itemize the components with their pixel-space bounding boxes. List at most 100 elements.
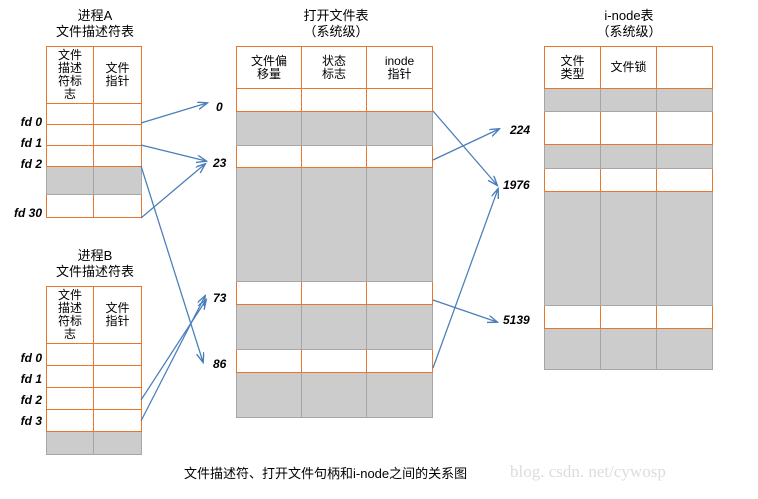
table-header-row: 文件 描述 符标 志 文件 指针: [46, 286, 142, 344]
process-a-title: 进程A 文件描述符表: [55, 8, 134, 39]
table-row-elided: [46, 166, 142, 195]
table-row[interactable]: [46, 387, 142, 410]
row-cell[interactable]: [236, 349, 302, 373]
row-cell[interactable]: [544, 111, 601, 145]
row-cell-elided: [656, 88, 713, 112]
table-row[interactable]: [236, 281, 433, 305]
row-cell-elided: [301, 304, 367, 350]
offset-label-0: 0: [216, 100, 223, 114]
row-cell-elided: [544, 88, 601, 112]
header-file-offset: 文件偏 移量: [236, 46, 302, 89]
table-row-elided: [544, 328, 713, 370]
row-cell-elided: [544, 328, 601, 370]
row-cell[interactable]: [600, 111, 657, 145]
table-row[interactable]: [46, 343, 142, 366]
table-row[interactable]: [544, 305, 713, 329]
row-cell[interactable]: [46, 145, 94, 167]
table-row-elided: [236, 111, 433, 146]
header-file-pointer: 文件 指针: [93, 286, 142, 344]
row-cell-elided: [600, 88, 657, 112]
row-cell-elided: [366, 111, 433, 146]
table-row[interactable]: [46, 409, 142, 432]
inode-label-5139: 5139: [503, 313, 530, 327]
row-cell[interactable]: [46, 103, 94, 125]
table-row[interactable]: [46, 145, 142, 167]
row-cell-elided: [46, 431, 94, 455]
table-row[interactable]: [236, 349, 433, 373]
table-header-row: 文件 类型 文件锁: [544, 46, 713, 89]
row-cell[interactable]: [366, 281, 433, 305]
row-cell-elided: [544, 144, 601, 169]
fd-label-b-2: fd 2: [20, 393, 42, 407]
row-cell[interactable]: [301, 145, 367, 168]
row-cell[interactable]: [544, 305, 601, 329]
row-cell[interactable]: [656, 168, 713, 192]
row-cell[interactable]: [93, 409, 142, 432]
row-cell-elided: [366, 372, 433, 418]
row-cell[interactable]: [93, 194, 142, 218]
open-file-table: 文件偏 移量 状态 标志 inode 指针: [236, 46, 433, 418]
process-b-fd-table: 文件 描述 符标 志 文件 指针: [46, 286, 142, 455]
row-cell-elided: [656, 144, 713, 169]
table-row[interactable]: [236, 145, 433, 168]
arrow-a-fd2-to-offset86: [140, 165, 203, 362]
header-status-flags: 状态 标志: [301, 46, 367, 89]
row-cell-elided: [656, 191, 713, 306]
row-cell[interactable]: [93, 387, 142, 410]
row-cell-elided: [600, 144, 657, 169]
row-cell[interactable]: [544, 168, 601, 192]
table-row[interactable]: [46, 365, 142, 388]
row-cell[interactable]: [93, 343, 142, 366]
table-row[interactable]: [236, 88, 433, 112]
table-row[interactable]: [46, 124, 142, 146]
row-cell-elided: [600, 191, 657, 306]
table-row-elided: [236, 372, 433, 418]
row-cell[interactable]: [236, 281, 302, 305]
fd-label-a-1: fd 1: [20, 136, 42, 150]
row-cell[interactable]: [301, 281, 367, 305]
row-cell[interactable]: [93, 124, 142, 146]
arrow-offset0-to-inode1976: [432, 110, 497, 185]
row-cell[interactable]: [236, 88, 302, 112]
row-cell[interactable]: [93, 103, 142, 125]
row-cell-elided: [366, 167, 433, 282]
row-cell[interactable]: [46, 409, 94, 432]
arrow-offset73-to-inode5139: [432, 299, 497, 322]
table-row[interactable]: [544, 111, 713, 145]
watermark: blog. csdn. net/cywosp: [510, 462, 666, 481]
row-cell[interactable]: [46, 343, 94, 366]
header-file-pointer: 文件 指针: [93, 46, 142, 104]
row-cell[interactable]: [600, 305, 657, 329]
table-row[interactable]: [544, 168, 713, 192]
diagram-caption: 文件描述符、打开文件句柄和i-node之间的关系图: [184, 466, 468, 481]
row-cell[interactable]: [46, 194, 94, 218]
row-cell[interactable]: [93, 365, 142, 388]
header-fd-flags: 文件 描述 符标 志: [46, 46, 94, 104]
table-header-row: 文件偏 移量 状态 标志 inode 指针: [236, 46, 433, 89]
row-cell[interactable]: [46, 365, 94, 388]
arrow-b-fd2-to-offset73: [140, 300, 206, 401]
process-a-fd-table: 文件 描述 符标 志 文件 指针: [46, 46, 142, 218]
row-cell[interactable]: [366, 145, 433, 168]
row-cell[interactable]: [93, 145, 142, 167]
row-cell[interactable]: [301, 349, 367, 373]
row-cell[interactable]: [366, 349, 433, 373]
row-cell[interactable]: [236, 145, 302, 168]
row-cell[interactable]: [46, 124, 94, 146]
row-cell[interactable]: [656, 305, 713, 329]
row-cell[interactable]: [366, 88, 433, 112]
table-header-row: 文件 描述 符标 志 文件 指针: [46, 46, 142, 104]
row-cell-elided: [301, 167, 367, 282]
row-cell[interactable]: [600, 168, 657, 192]
table-row[interactable]: [46, 194, 142, 218]
fd-label-b-1: fd 1: [20, 372, 42, 386]
table-row[interactable]: [46, 103, 142, 125]
offset-label-86: 86: [213, 357, 227, 371]
table-row-elided: [46, 431, 142, 455]
row-cell-elided: [236, 167, 302, 282]
row-cell[interactable]: [301, 88, 367, 112]
row-cell[interactable]: [656, 111, 713, 145]
row-cell[interactable]: [46, 387, 94, 410]
inode-label-224: 224: [510, 123, 531, 137]
